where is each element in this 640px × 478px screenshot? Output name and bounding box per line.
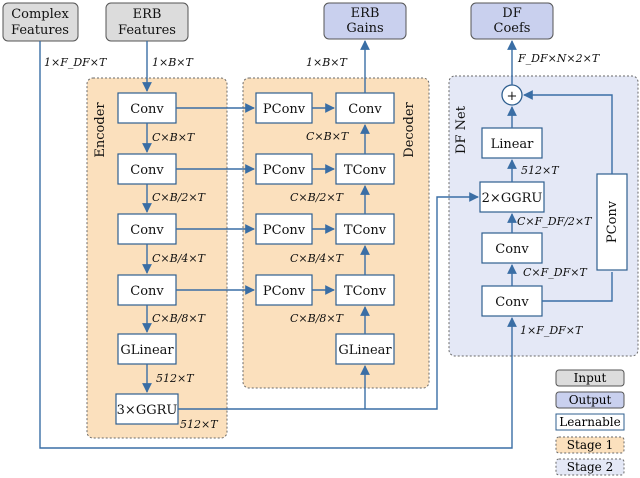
encoder-conv-2-label: Conv xyxy=(130,163,164,178)
label-dec1: C×B×T xyxy=(306,130,350,143)
erb-gains-line1: ERB xyxy=(351,6,380,21)
decoder-glinear-label: GLinear xyxy=(338,343,392,358)
dfnet-conv-bottom-label: Conv xyxy=(495,295,529,310)
label-enc4: C×B/8×T xyxy=(152,312,207,325)
decoder-tconv-3-label: TConv xyxy=(344,284,387,299)
label-dec-out: 1×B×T xyxy=(306,56,349,69)
erb-features-line2: Features xyxy=(118,23,176,38)
label-complex-in: 1×F_DF×T xyxy=(44,56,108,69)
dfnet-label: DF Net xyxy=(454,105,469,154)
label-dec2: C×B/2×T xyxy=(290,191,345,204)
dfnet-pconv-side-label: PConv xyxy=(605,200,620,243)
decoder-pconv-1-label: PConv xyxy=(263,102,306,117)
label-df-in: 1×F_DF×T xyxy=(520,324,584,337)
encoder-ggru: 3×GGRU xyxy=(115,393,179,425)
legend-stage1-swatch xyxy=(555,436,625,454)
dfnet-pconv-side: PConv xyxy=(596,173,628,271)
legend-stage2-swatch xyxy=(555,458,625,476)
label-df-conv: C×F_DF×T xyxy=(523,266,588,279)
label-enc5: 512×T xyxy=(156,372,195,385)
legend-input-swatch xyxy=(555,369,625,387)
erb-gains-line2: Gains xyxy=(346,21,383,36)
erb-gains-output: ERB Gains xyxy=(323,2,407,40)
df-coefs-output: DF Coefs xyxy=(470,2,554,40)
label-df-ggru: C×F_DF/2×T xyxy=(517,215,593,228)
decoder-pconv-3: PConv xyxy=(255,213,313,245)
encoder-glinear: GLinear xyxy=(117,333,177,365)
decoder-pconv-1: PConv xyxy=(255,92,313,124)
decoder-tconv-1: TConv xyxy=(335,153,395,185)
decoder-pconv-3-label: PConv xyxy=(263,223,306,238)
dfnet-linear: Linear xyxy=(481,127,543,159)
encoder-conv-4: Conv xyxy=(117,274,177,306)
label-enc1: C×B×T xyxy=(152,131,196,144)
encoder-conv-3-label: Conv xyxy=(130,223,164,238)
decoder-tconv-2-label: TConv xyxy=(344,223,387,238)
decoder-glinear: GLinear xyxy=(335,333,395,365)
df-coefs-line1: DF xyxy=(502,6,521,21)
decoder-tconv-2: TConv xyxy=(335,213,395,245)
connections xyxy=(39,40,613,449)
complex-features-line1: Complex xyxy=(11,7,69,22)
dfnet-sum-symbol: + xyxy=(507,89,518,104)
dfnet-ggru-label: 2×GGRU xyxy=(482,191,543,206)
encoder-glinear-label: GLinear xyxy=(120,343,174,358)
encoder-conv-3: Conv xyxy=(117,213,177,245)
legend-learnable-swatch xyxy=(555,413,625,431)
decoder-pconv-2-label: PConv xyxy=(263,163,306,178)
erb-features-input: ERB Features xyxy=(105,2,189,42)
decoder-tconv-3: TConv xyxy=(335,274,395,306)
legend-stage2: Stage 2 xyxy=(567,460,613,474)
label-dec4: C×B/8×T xyxy=(290,312,345,325)
erb-features-line1: ERB xyxy=(133,7,162,22)
decoder-tconv-1-label: TConv xyxy=(344,163,387,178)
legend-learnable: Learnable xyxy=(559,415,620,429)
label-enc2: C×B/2×T xyxy=(152,191,207,204)
decoder-pconv-2: PConv xyxy=(255,153,313,185)
label-df-out: F_DF×N×2×T xyxy=(517,52,601,65)
dfnet-sum-node: + xyxy=(501,84,523,106)
dfnet-ggru: 2×GGRU xyxy=(479,181,545,213)
label-df-lin: 512×T xyxy=(521,164,560,177)
encoder-conv-2: Conv xyxy=(117,153,177,185)
dfnet-conv-mid-label: Conv xyxy=(495,242,529,257)
complex-features-input: Complex Features xyxy=(2,2,79,42)
decoder-conv-label: Conv xyxy=(348,102,382,117)
decoder-pconv-4: PConv xyxy=(255,274,313,306)
encoder-conv-1: Conv xyxy=(117,92,177,124)
dfnet-conv-mid: Conv xyxy=(481,232,543,264)
label-dec3: C×B/4×T xyxy=(290,252,345,265)
label-erb-in: 1×B×T xyxy=(152,56,195,69)
legend-output-swatch xyxy=(555,391,625,409)
df-coefs-line2: Coefs xyxy=(494,21,531,36)
encoder-ggru-label: 3×GGRU xyxy=(117,403,178,418)
decoder-conv: Conv xyxy=(335,92,395,124)
encoder-label: Encoder xyxy=(93,102,108,158)
encoder-conv-4-label: Conv xyxy=(130,284,164,299)
legend-input: Input xyxy=(574,371,607,385)
legend-stage1: Stage 1 xyxy=(567,438,613,452)
complex-features-line2: Features xyxy=(11,23,69,38)
decoder-label: Decoder xyxy=(402,101,417,157)
label-enc6: 512×T xyxy=(180,418,219,431)
dfnet-conv-bottom: Conv xyxy=(481,285,543,317)
legend: Input Output Learnable Stage 1 Stage 2 xyxy=(555,369,625,476)
decoder-pconv-4-label: PConv xyxy=(263,284,306,299)
encoder-conv-1-label: Conv xyxy=(130,102,164,117)
legend-output: Output xyxy=(569,393,612,407)
dfnet-linear-label: Linear xyxy=(491,137,535,152)
label-enc3: C×B/4×T xyxy=(152,252,207,265)
